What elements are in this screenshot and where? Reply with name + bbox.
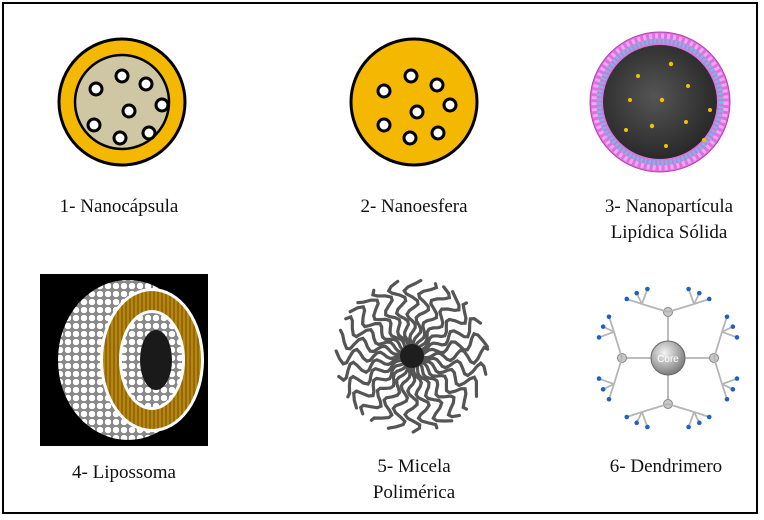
- dendrimer-branch: [714, 358, 722, 384]
- label-dendrimer: 6- Dendrimero: [586, 454, 746, 480]
- dendrimer-tip: [624, 415, 629, 420]
- figure-frame: 1- Nanocápsula 2- Nanoesfera 3- N: [2, 2, 758, 514]
- dendrimer-branch: [714, 332, 722, 358]
- dendrimer-tip: [686, 287, 691, 292]
- dendrimer-branch: [689, 289, 695, 304]
- dendrimer-branch: [642, 304, 668, 312]
- dendrimer-branch: [722, 332, 737, 338]
- dendrimer-tip: [697, 421, 702, 426]
- dendrimer-branch: [642, 289, 648, 304]
- solid-lipid-nanoparticle-icon: [586, 28, 734, 176]
- label-nanocapsule: 1- Nanocápsula: [39, 194, 199, 220]
- dendrimer-tip: [645, 287, 650, 292]
- dendrimer-branch: [722, 379, 737, 385]
- dendrimer-tip: [735, 376, 740, 381]
- dendrimer-tip: [735, 335, 740, 340]
- dendrimer-tip: [697, 291, 702, 296]
- dendrimer-branch: [599, 332, 614, 338]
- dendrimer-tip: [624, 297, 629, 302]
- dendrimer-tip: [597, 376, 602, 381]
- dendrimer-branch: [668, 404, 694, 412]
- dendrimer-branch: [614, 332, 622, 358]
- label-nanosphere: 2- Nanoesfera: [334, 194, 494, 220]
- dendrimer-tip: [725, 397, 730, 402]
- dendrimer-tip: [707, 415, 712, 420]
- dendrimer-branch: [689, 412, 695, 427]
- dendrimer-tip: [607, 397, 612, 402]
- label-liposome: 4- Lipossoma: [44, 460, 204, 486]
- dendrimer-branch: [642, 412, 648, 427]
- micelle-core: [400, 344, 424, 368]
- dendrimer-core-label: Core: [657, 354, 679, 365]
- dendrimer-tip: [607, 314, 612, 319]
- dendrimer-tip: [707, 297, 712, 302]
- dendrimer-tip: [686, 425, 691, 430]
- dendrimer-tip: [597, 335, 602, 340]
- dendrimer-tip: [634, 291, 639, 296]
- dendrimer-tip: [725, 314, 730, 319]
- dendrimer-branch: [614, 358, 622, 384]
- liposome-icon: [40, 274, 208, 446]
- dendrimer-tip: [634, 421, 639, 426]
- dendrimer-tip: [731, 324, 736, 329]
- nanocapsule-icon: [56, 36, 188, 168]
- polymeric-micelle-icon: [332, 276, 492, 436]
- dendrimer-icon: Core: [590, 280, 746, 436]
- label-polymeric-micelle: 5- Micela Polimérica: [334, 454, 494, 506]
- dendrimer-tip: [601, 324, 606, 329]
- dendrimer-branch: [668, 304, 694, 312]
- label-solid-lipid-nanoparticle: 3- Nanopartícula Lipídica Sólida: [584, 194, 754, 246]
- dendrimer-tip: [601, 387, 606, 392]
- dendrimer-tip: [645, 425, 650, 430]
- dendrimer-tip: [731, 387, 736, 392]
- nanosphere-icon: [348, 36, 480, 168]
- dendrimer-branch: [599, 379, 614, 385]
- dendrimer-branch: [642, 404, 668, 412]
